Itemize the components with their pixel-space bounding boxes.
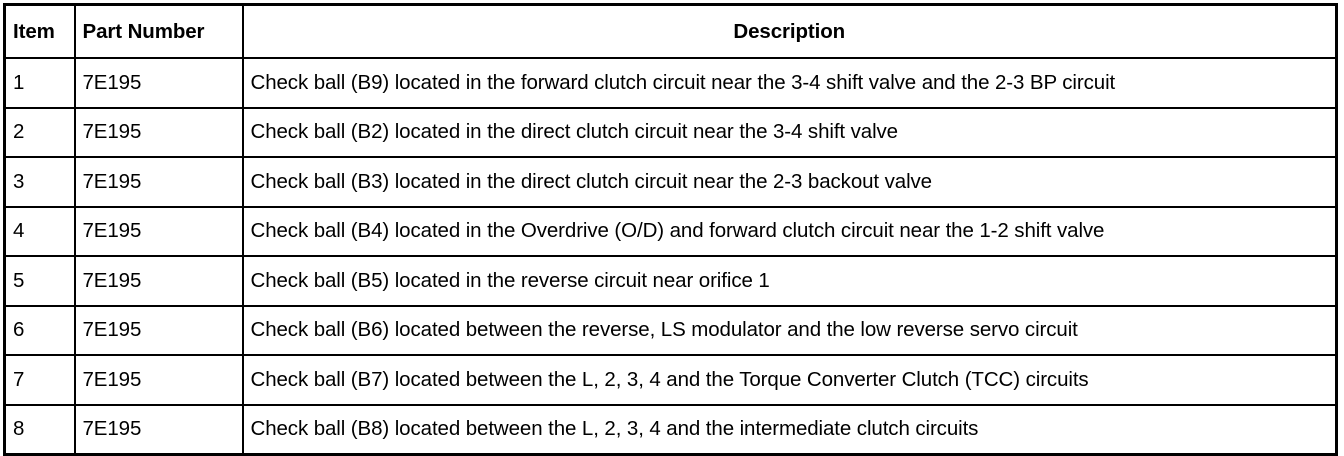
cell-part-number: 7E195 bbox=[73, 57, 244, 109]
cell-description: Check ball (B8) located between the L, 2… bbox=[241, 403, 1338, 456]
column-header-part-number: Part Number bbox=[73, 3, 244, 59]
table-row: 4 7E195 Check ball (B4) located in the O… bbox=[3, 205, 1338, 257]
cell-item: 8 bbox=[3, 403, 76, 456]
cell-description: Check ball (B4) located in the Overdrive… bbox=[241, 205, 1338, 257]
table-body: 1 7E195 Check ball (B9) located in the f… bbox=[3, 57, 1338, 456]
cell-part-number: 7E195 bbox=[73, 156, 244, 208]
table-row: 3 7E195 Check ball (B3) located in the d… bbox=[3, 156, 1338, 208]
cell-item: 7 bbox=[3, 354, 76, 406]
cell-description: Check ball (B2) located in the direct cl… bbox=[241, 106, 1338, 158]
cell-item: 3 bbox=[3, 156, 76, 208]
cell-part-number: 7E195 bbox=[73, 304, 244, 356]
cell-description: Check ball (B7) located between the L, 2… bbox=[241, 354, 1338, 406]
table-row: 2 7E195 Check ball (B2) located in the d… bbox=[3, 106, 1338, 158]
cell-item: 2 bbox=[3, 106, 76, 158]
table-row: 8 7E195 Check ball (B8) located between … bbox=[3, 403, 1338, 456]
table-row: 6 7E195 Check ball (B6) located between … bbox=[3, 304, 1338, 356]
cell-part-number: 7E195 bbox=[73, 403, 244, 456]
cell-item: 6 bbox=[3, 304, 76, 356]
table-header-row: Item Part Number Description bbox=[3, 3, 1338, 59]
cell-part-number: 7E195 bbox=[73, 255, 244, 307]
parts-table-container: Item Part Number Description 1 7E195 Che… bbox=[3, 3, 1338, 456]
column-header-description: Description bbox=[241, 3, 1338, 59]
cell-description: Check ball (B3) located in the direct cl… bbox=[241, 156, 1338, 208]
cell-item: 5 bbox=[3, 255, 76, 307]
cell-part-number: 7E195 bbox=[73, 205, 244, 257]
cell-part-number: 7E195 bbox=[73, 106, 244, 158]
table-row: 7 7E195 Check ball (B7) located between … bbox=[3, 354, 1338, 406]
cell-description: Check ball (B6) located between the reve… bbox=[241, 304, 1338, 356]
check-ball-parts-table: Item Part Number Description 1 7E195 Che… bbox=[3, 3, 1338, 456]
table-row: 1 7E195 Check ball (B9) located in the f… bbox=[3, 57, 1338, 109]
column-header-item: Item bbox=[3, 3, 76, 59]
table-row: 5 7E195 Check ball (B5) located in the r… bbox=[3, 255, 1338, 307]
cell-description: Check ball (B9) located in the forward c… bbox=[241, 57, 1338, 109]
cell-item: 4 bbox=[3, 205, 76, 257]
cell-description: Check ball (B5) located in the reverse c… bbox=[241, 255, 1338, 307]
table-header: Item Part Number Description bbox=[3, 3, 1338, 59]
cell-item: 1 bbox=[3, 57, 76, 109]
cell-part-number: 7E195 bbox=[73, 354, 244, 406]
